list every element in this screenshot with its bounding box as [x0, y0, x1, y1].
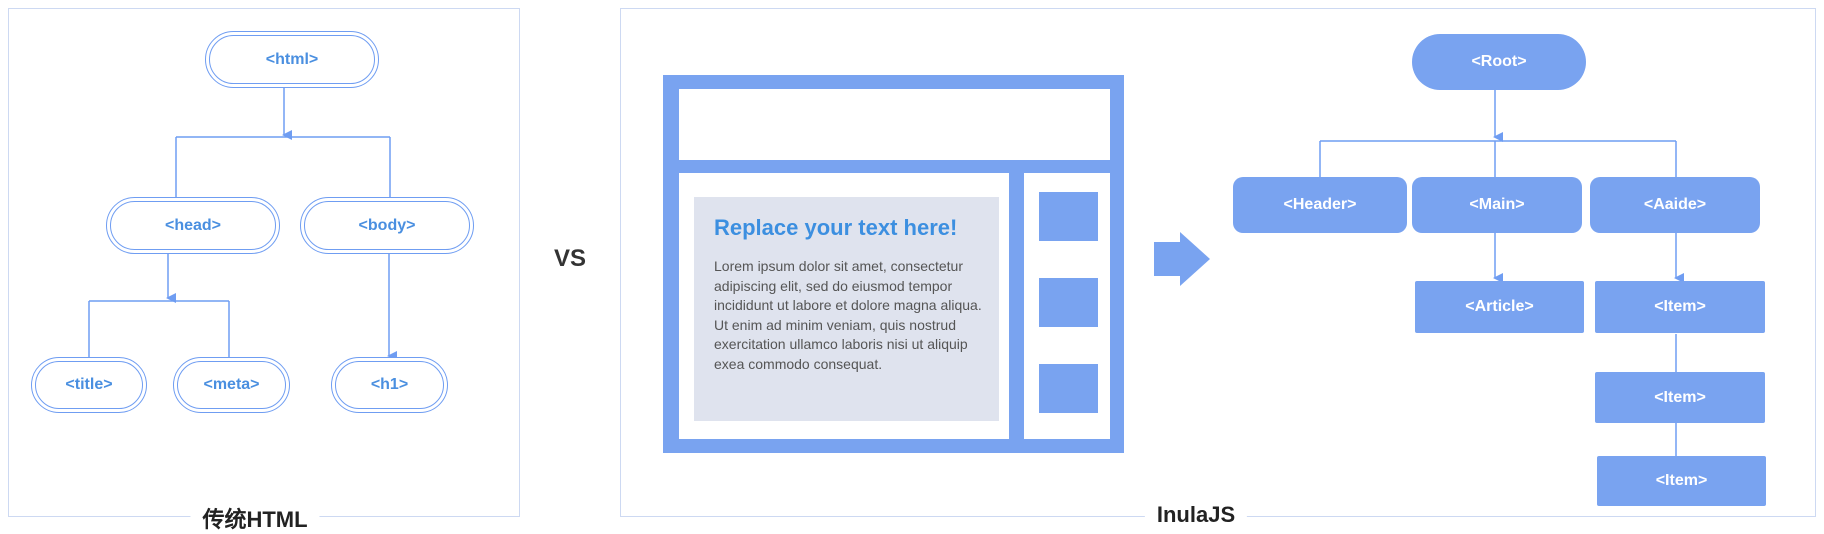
node-head-label: <head>: [164, 216, 222, 234]
node-header: <Header>: [1233, 177, 1407, 233]
node-body-label: <body>: [358, 216, 416, 234]
node-item-1: <Item>: [1595, 281, 1765, 333]
node-h1-label: <h1>: [370, 376, 409, 393]
mockup-content-body: Lorem ipsum dolor sit amet, consectetur …: [714, 258, 982, 372]
big-arrow-icon: [1154, 232, 1210, 286]
node-body: <body>: [300, 197, 474, 254]
mockup-aside-block-1: [1039, 192, 1098, 241]
node-item-3: <Item>: [1597, 456, 1766, 506]
node-item-2: <Item>: [1595, 372, 1765, 423]
node-html-label: <html>: [265, 50, 319, 68]
mockup-content-title: Replace your text here!: [714, 215, 958, 240]
vs-label: VS: [554, 245, 587, 272]
node-meta-label: <meta>: [203, 376, 260, 393]
node-aside: <Aaide>: [1590, 177, 1760, 233]
node-title-label: <title>: [65, 376, 113, 393]
right-panel-caption: InulaJS: [1144, 502, 1248, 528]
node-h1: <h1>: [331, 357, 448, 413]
node-head: <head>: [106, 197, 280, 254]
node-html: <html>: [205, 31, 379, 88]
left-panel-caption: 传统HTML: [190, 502, 320, 534]
node-article: <Article>: [1415, 281, 1584, 333]
mockup-content-card: [694, 197, 999, 421]
mockup-aside-block-3: [1039, 364, 1098, 413]
node-title: <title>: [31, 357, 147, 413]
mockup-header-area: [679, 89, 1110, 160]
node-meta: <meta>: [173, 357, 290, 413]
node-root: <Root>: [1412, 34, 1586, 90]
mockup-aside-block-2: [1039, 278, 1098, 327]
node-main: <Main>: [1412, 177, 1582, 233]
